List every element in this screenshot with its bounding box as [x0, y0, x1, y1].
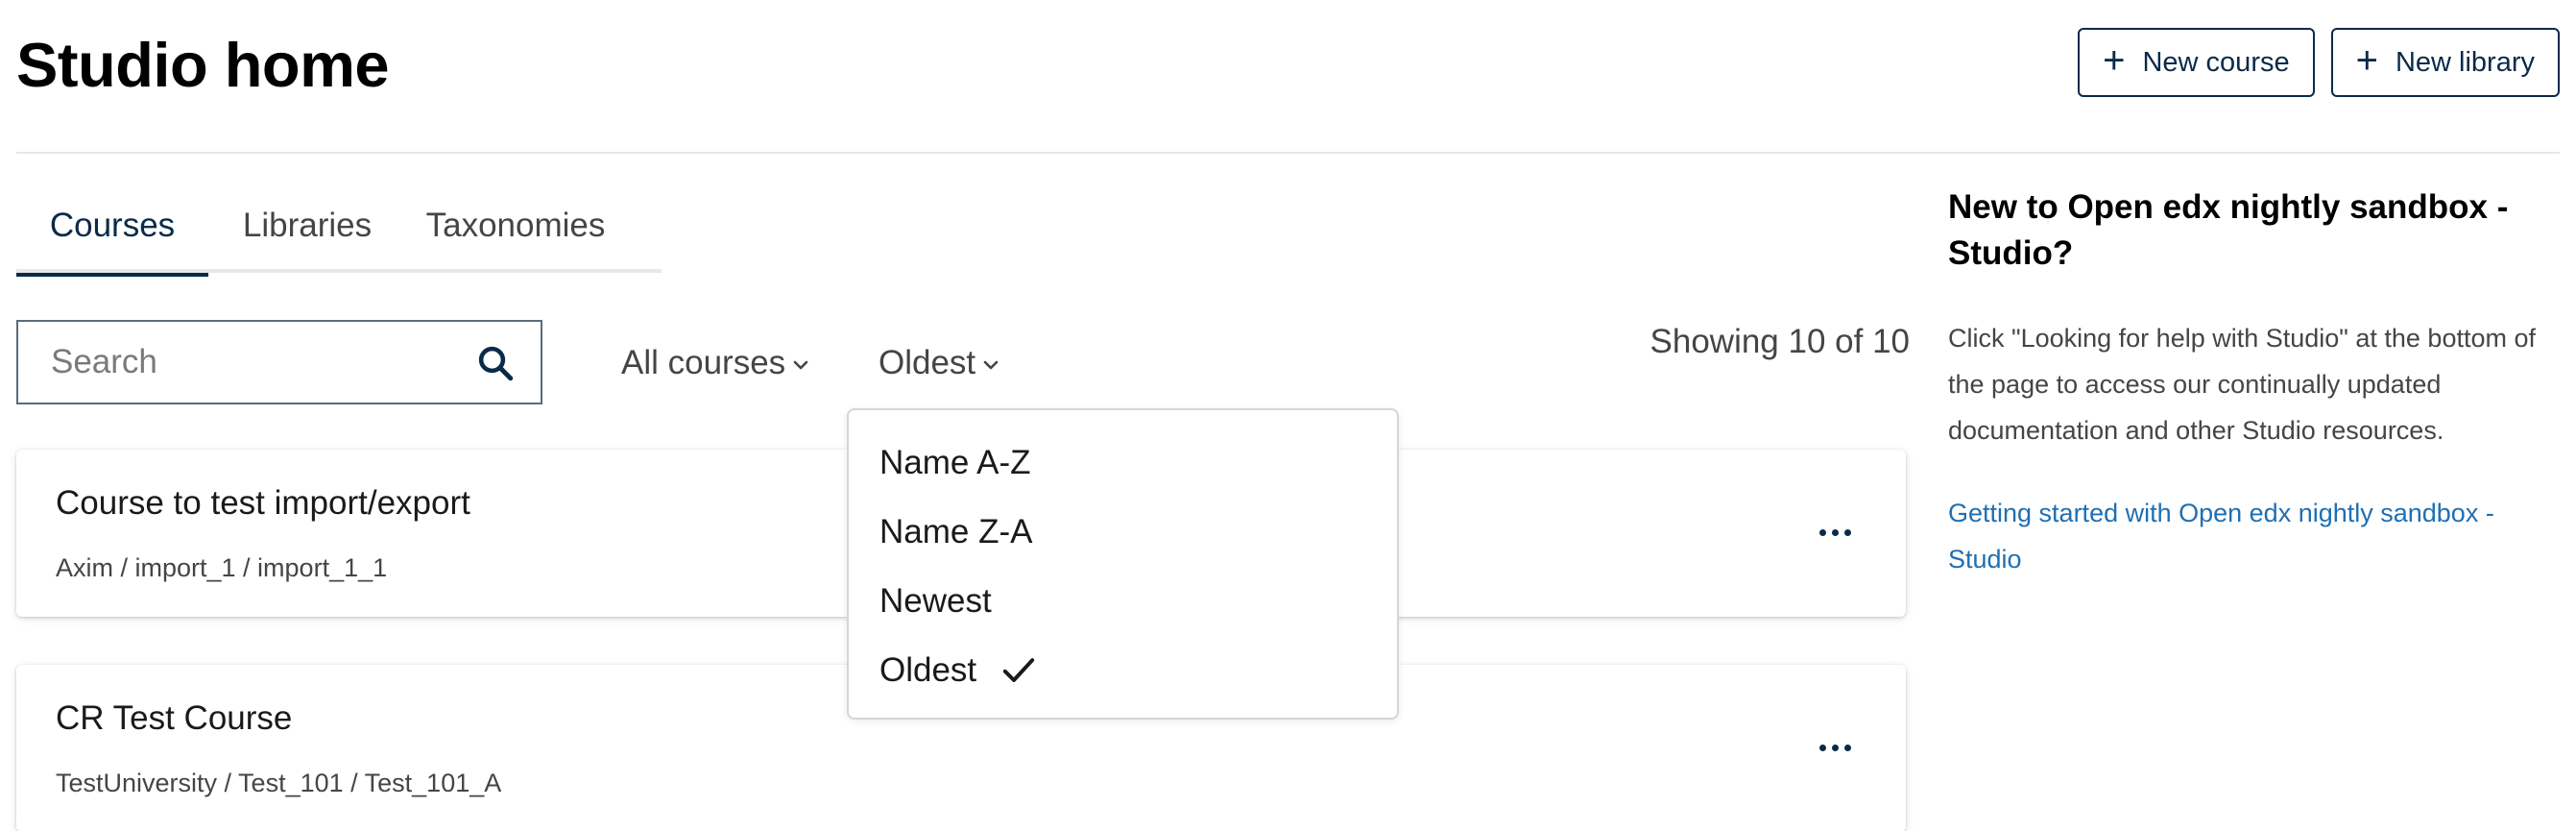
header-actions: + New course + New library [2078, 28, 2560, 97]
tab-taxonomies[interactable]: Taxonomies [425, 207, 606, 244]
course-meta: Axim / import_1 / import_1_1 [56, 553, 388, 582]
course-filter-dropdown[interactable]: All courses [621, 336, 810, 390]
getting-started-link[interactable]: Getting started with Open edx nightly sa… [1948, 499, 2494, 574]
more-options-icon[interactable] [1816, 525, 1854, 540]
help-sidebar: New to Open edx nightly sandbox - Studio… [1948, 184, 2563, 582]
course-title[interactable]: Course to test import/export [56, 484, 470, 522]
sidebar-text: Click "Looking for help with Studio" at … [1948, 324, 2536, 445]
sort-option-newest[interactable]: Newest [879, 582, 992, 620]
sort-option-name-a-z[interactable]: Name A-Z [879, 444, 1031, 481]
chevron-down-icon [793, 360, 808, 370]
results-count: Showing 10 of 10 [1649, 323, 1910, 360]
search-input[interactable] [18, 322, 460, 403]
sort-option-oldest[interactable]: Oldest [879, 644, 1038, 697]
sort-label: Oldest [879, 344, 976, 381]
sort-dropdown[interactable]: Oldest [879, 336, 1000, 390]
plus-icon: + [2355, 39, 2378, 82]
search-field [16, 320, 542, 404]
tab-courses[interactable]: Courses [16, 198, 208, 277]
course-filter-label: All courses [621, 344, 786, 381]
new-course-button[interactable]: + New course [2078, 28, 2315, 97]
more-options-icon[interactable] [1816, 740, 1854, 755]
new-course-label: New course [2142, 46, 2290, 78]
tab-bar: Courses Libraries Taxonomies [16, 198, 662, 277]
sort-option-name-z-a[interactable]: Name Z-A [879, 513, 1033, 550]
sidebar-title: New to Open edx nightly sandbox - Studio… [1948, 188, 2509, 272]
chevron-down-icon [983, 360, 999, 370]
new-library-label: New library [2395, 46, 2535, 78]
plus-icon: + [2103, 39, 2126, 82]
header-divider [16, 152, 2560, 154]
page-title: Studio home [16, 30, 390, 100]
course-meta: TestUniversity / Test_101 / Test_101_A [56, 769, 502, 797]
new-library-button[interactable]: + New library [2330, 28, 2560, 97]
sort-menu: Name A-Z Name Z-A Newest Oldest [847, 408, 1399, 720]
check-icon [1002, 658, 1035, 682]
tab-libraries[interactable]: Libraries [242, 207, 373, 244]
search-icon[interactable] [475, 343, 516, 383]
course-title[interactable]: CR Test Course [56, 699, 293, 737]
